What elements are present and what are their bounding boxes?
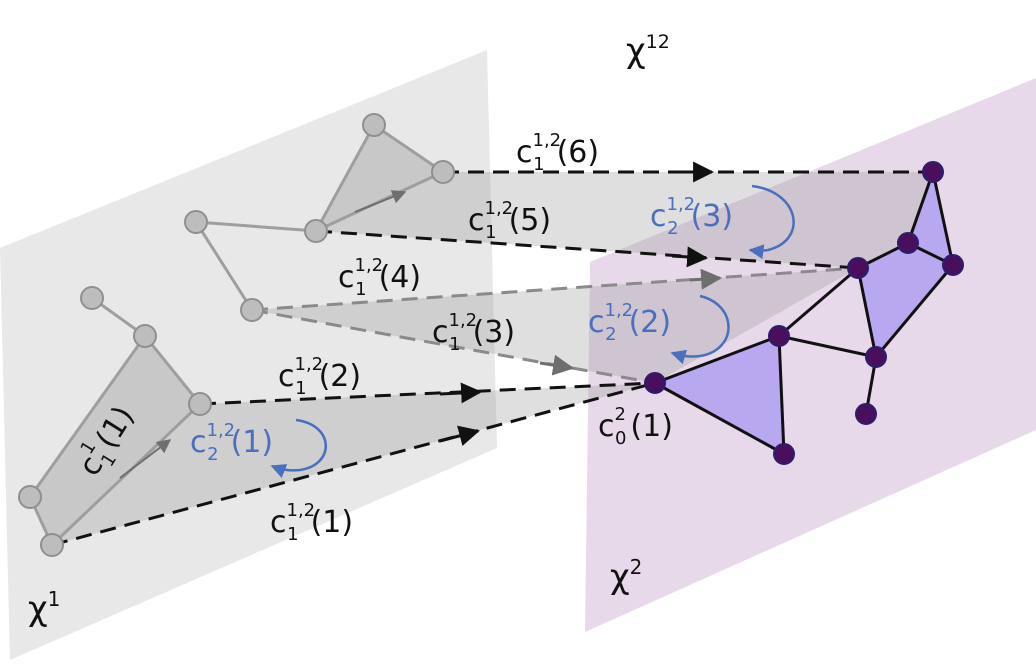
right-node	[644, 372, 666, 394]
left-orientation-arrow-upper	[354, 190, 407, 213]
right-complex-nodes	[644, 161, 964, 465]
space-label-left: χ1	[28, 587, 60, 629]
arrow-c1-5	[671, 246, 709, 268]
left-node	[184, 210, 208, 234]
blue-orientation-arc-2	[670, 294, 730, 365]
left-triangle-lower	[30, 336, 200, 545]
left-node	[133, 324, 157, 348]
left-node	[18, 485, 42, 509]
left-orientation-arrow-lower	[119, 439, 172, 479]
left-node	[362, 113, 386, 137]
left-node	[304, 219, 328, 243]
space-label-right: χ2	[610, 555, 642, 597]
right-node	[922, 161, 944, 183]
arrow-c1-2	[439, 382, 483, 404]
blue-orientation-arc-1	[270, 418, 327, 478]
left-node	[188, 392, 212, 416]
right-node	[768, 325, 790, 347]
left-node	[40, 533, 64, 557]
right-node	[773, 443, 795, 465]
right-node	[865, 346, 887, 368]
left-plane	[0, 50, 497, 660]
correspondence-edges	[51, 170, 933, 547]
right-node	[855, 403, 877, 425]
arrow-c1-1	[439, 425, 481, 446]
arrow-c1-4	[689, 268, 723, 290]
right-node	[942, 254, 964, 276]
right-node	[847, 257, 869, 279]
left-node	[240, 298, 264, 322]
arrow-c1-3	[539, 354, 575, 376]
left-complex-nodes	[18, 113, 455, 557]
left-node	[80, 286, 104, 310]
left-node	[431, 160, 455, 184]
right-triangle-upper	[908, 172, 953, 265]
right-node	[897, 232, 919, 254]
right-triangle-lower	[655, 336, 784, 454]
right-triangle-middle	[858, 243, 953, 357]
space-label-joint: χ12	[626, 31, 670, 71]
blue-orientation-arc-3	[748, 184, 795, 260]
